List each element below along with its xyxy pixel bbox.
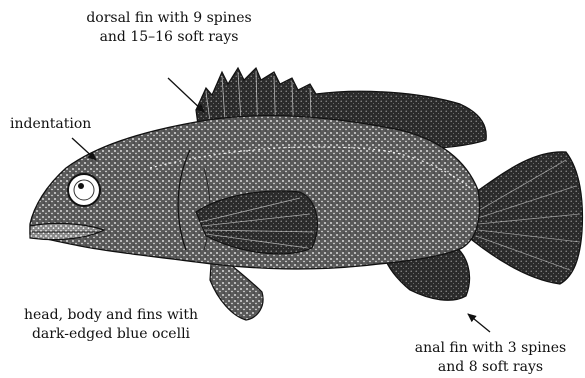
indentation-label: indentation — [10, 115, 91, 134]
eye — [68, 174, 100, 206]
anal-fin-label: anal fin with 3 spines and 8 soft rays — [398, 339, 583, 377]
caudal-fin — [470, 152, 582, 284]
ocelli-label-line2: dark-edged blue ocelli — [6, 325, 216, 344]
ocelli-label: head, body and fins with dark-edged blue… — [6, 306, 216, 344]
anal-fin-arrow — [468, 314, 490, 332]
anal-fin-label-line1: anal fin with 3 spines — [398, 339, 583, 358]
dorsal-fin-label-line2: and 15–16 soft rays — [64, 28, 274, 47]
anal-fin-label-line2: and 8 soft rays — [398, 358, 583, 377]
dorsal-fin-label: dorsal fin with 9 spines and 15–16 soft … — [64, 9, 274, 47]
dorsal-fin-arrow — [168, 78, 204, 112]
ocelli-label-line1: head, body and fins with — [6, 306, 216, 325]
dorsal-fin-label-line1: dorsal fin with 9 spines — [64, 9, 274, 28]
